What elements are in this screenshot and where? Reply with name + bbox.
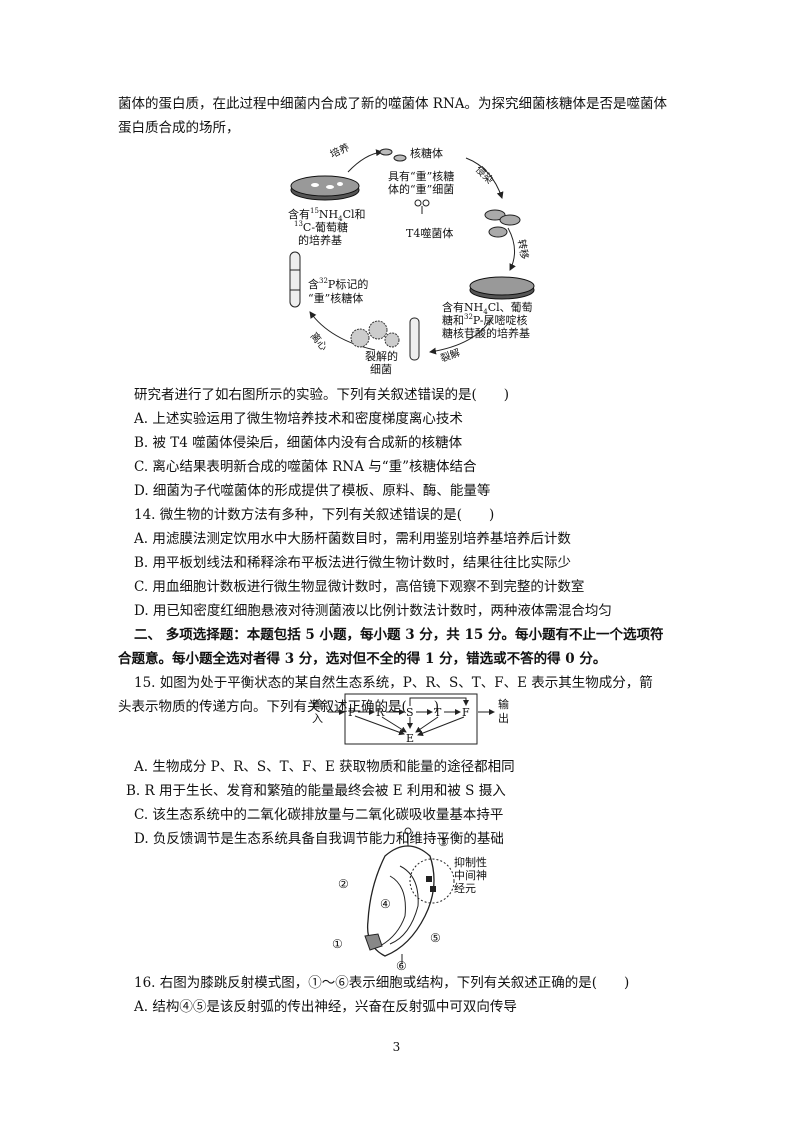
option-d: D. 负反馈调节是生态系统具备自我调节能力和维持平衡的基础 bbox=[134, 831, 504, 847]
text-line: 研究者进行了如右图所示的实验。下列有关叙述错误的是( ) bbox=[134, 387, 510, 403]
option-a: A. 上述实验运用了微生物培养技术和密度梯度离心技术 bbox=[134, 411, 463, 427]
label-input-1: 输 bbox=[312, 697, 323, 711]
node-f: F bbox=[462, 706, 470, 719]
option-c: C. 用血细胞计数板进行微生物显微计数时，高倍镜下观察不到完整的计数室 bbox=[134, 579, 585, 595]
label-5: ⑤ bbox=[430, 931, 441, 945]
label-medium1-end: 的培养基 bbox=[298, 233, 342, 247]
label-lysed-2: 细菌 bbox=[370, 363, 392, 375]
section-heading-cont: 合题意。每小题全选对者得 3 分，选对但不全的得 1 分，错选或不答的得 0 分… bbox=[118, 651, 607, 667]
option-d: D. 用已知密度红细胞悬液对待测菌液以比例计数法计数时，两种液体需混合均匀 bbox=[134, 603, 612, 619]
label-4: ④ bbox=[380, 897, 391, 911]
label-6: ⑥ bbox=[396, 959, 407, 971]
label-phage: T4噬菌体 bbox=[406, 226, 453, 240]
label-output-2: 出 bbox=[498, 711, 509, 725]
option-b: B. 被 T4 噬菌体侵染后，细菌体内没有合成新的核糖体 bbox=[134, 435, 463, 451]
label-inhibitory-1: 抑制性 bbox=[454, 855, 487, 869]
label-transfer: 转移 bbox=[515, 238, 531, 260]
question-16: 16. 右图为膝跳反射模式图，①～⑥表示细胞或结构，下列有关叙述正确的是( ) bbox=[134, 975, 630, 991]
node-s: S bbox=[406, 706, 414, 719]
label-centrifuge: 离心 bbox=[308, 330, 331, 354]
label-inhibitory-2: 中间神 bbox=[454, 868, 487, 882]
label-lysed-1: 裂解的 bbox=[365, 349, 398, 363]
label-infect: 侵染 bbox=[473, 163, 496, 186]
label-3: ③ bbox=[438, 835, 449, 849]
knee-reflex-diagram: ③ 抑制性 中间神 经元 ② ④ ⑤ ① ⑥ bbox=[332, 827, 487, 971]
option-c: C. 离心结果表明新合成的噬菌体 RNA 与“重”核糖体结合 bbox=[134, 459, 477, 475]
option-c: C. 该生态系统中的二氧化碳排放量与二氧化碳吸收量基本持平 bbox=[134, 807, 504, 823]
option-d: D. 细菌为子代噬菌体的形成提供了模板、原料、酶、能量等 bbox=[134, 483, 491, 499]
label-inhibitory-3: 经元 bbox=[454, 882, 476, 895]
label-lyse: 裂解 bbox=[439, 346, 462, 365]
label-input-2: 入 bbox=[312, 712, 323, 725]
node-e: E bbox=[406, 732, 414, 745]
option-b: B. R 用于生长、发育和繁殖的能量最终会被 E 利用和被 S 摄入 bbox=[126, 783, 506, 799]
label-ribosome: 核糖体 bbox=[410, 146, 443, 160]
label-medium1-glucose: 13C-葡萄糖 bbox=[294, 220, 348, 234]
label-medium2-2: 糖和32P-尿嘧啶核 bbox=[442, 313, 527, 327]
label-medium2-3: 糖核苷酸的培养基 bbox=[442, 326, 530, 340]
experiment-diagram: 培养 核糖体 具有“重”核糖 体的“重”细菌 侵染 含有15NH4Cl和 13C… bbox=[288, 140, 535, 375]
label-medium1: 含有15NH4Cl和 bbox=[288, 207, 366, 223]
label-heavy-2: 体的“重”细菌 bbox=[388, 182, 454, 196]
label-output-1: 输 bbox=[498, 697, 509, 711]
label-heavy-1: 具有“重”核糖 bbox=[388, 169, 454, 183]
label-labeled-2: “重”核糖体 bbox=[308, 291, 363, 305]
text-line: 菌体的蛋白质，在此过程中细菌内合成了新的噬菌体 RNA。为探究细菌核糖体是否是噬… bbox=[118, 96, 668, 112]
node-r: R bbox=[376, 706, 385, 719]
node-p: P bbox=[348, 706, 356, 719]
node-t: T bbox=[434, 706, 442, 719]
label-labeled-1: 含32P标记的 bbox=[308, 277, 368, 291]
label-culture: 培养 bbox=[328, 140, 352, 160]
option-b: B. 用平板划线法和稀释涂布平板法进行微生物计数时，结果往往比实际少 bbox=[134, 555, 572, 571]
question-15-cont: 头表示物质的传递方向。下列有关叙述正确的是( ) bbox=[118, 699, 440, 715]
option-a: A. 结构④⑤是该反射弧的传出神经，兴奋在反射弧中可双向传导 bbox=[134, 999, 517, 1015]
label-2: ② bbox=[338, 877, 349, 891]
question-14: 14. 微生物的计数方法有多种，下列有关叙述错误的是( ) bbox=[134, 507, 495, 523]
label-1: ① bbox=[332, 937, 343, 951]
label-medium2-1: 含有NH4Cl、葡萄 bbox=[442, 300, 533, 316]
text-line: 蛋白质合成的场所， bbox=[118, 120, 240, 136]
option-a: A. 用滤膜法测定饮用水中大肠杆菌数目时，需利用鉴别培养基培养后计数 bbox=[134, 531, 571, 547]
section-heading: 二、 多项选择题：本题包括 5 小题，每小题 3 分，共 15 分。每小题有不止… bbox=[134, 627, 664, 643]
option-a: A. 生物成分 P、R、S、T、F、E 获取物质和能量的途径都相同 bbox=[134, 759, 515, 775]
page-number: 3 bbox=[392, 1040, 401, 1054]
question-15: 15. 如图为处于平衡状态的某自然生态系统，P、R、S、T、F、E 表示其生物成… bbox=[134, 675, 653, 691]
ecosystem-diagram: 输 入 输 出 P R S T F E bbox=[312, 693, 509, 745]
